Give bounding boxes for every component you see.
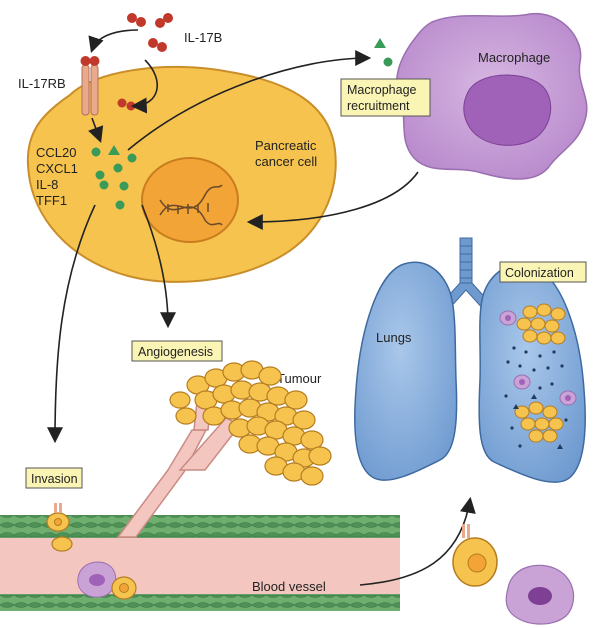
pancreatic-cancer-cell: Pancreatic cancer cell CCL20 CXCL1 IL-8 … — [26, 65, 337, 283]
tumour-label: Tumour — [277, 371, 322, 386]
blood-vessel: Blood vessel — [0, 515, 400, 611]
vessel-macrophage — [77, 561, 117, 598]
il17b-label: IL-17B — [184, 30, 222, 45]
right-lung — [478, 263, 586, 483]
angiogenesis-label: Angiogenesis — [138, 345, 213, 359]
internalisation-arrow — [130, 59, 159, 114]
macrophage-nucleus — [463, 74, 552, 146]
left-lung — [354, 261, 458, 481]
cancer-cell-label-line2: cancer cell — [255, 154, 317, 169]
macrophage-label: Macrophage — [478, 50, 550, 65]
il17b-ligands — [127, 13, 173, 52]
invasion-label: Invasion — [31, 472, 78, 486]
lung-colony-lower — [514, 401, 564, 443]
angiogenesis-box: Angiogenesis — [131, 340, 223, 362]
macrophage-recruitment-label-line1: Macrophage — [347, 83, 417, 97]
il17rb-receptor — [80, 56, 100, 116]
cell-to-macrophage-arrow — [127, 50, 372, 151]
invading-cell — [46, 503, 73, 552]
lung-colony-upper — [516, 303, 566, 345]
angiogenesis-arrow — [141, 204, 176, 329]
vessel-cancer-cell — [111, 576, 137, 600]
lungs-label: Lungs — [376, 330, 412, 345]
il17rb-label: IL-17RB — [18, 76, 66, 91]
chemokine-label-tff1: TFF1 — [36, 193, 67, 208]
chemokine-label-ccl20: CCL20 — [36, 145, 76, 160]
macrophage-recruitment-box: Macrophage recruitment — [340, 78, 431, 117]
cancer-cell-label-line1: Pancreatic — [255, 138, 317, 153]
macrophage-recruitment-label-line2: recruitment — [347, 99, 410, 113]
dna-helix-icon — [159, 184, 223, 226]
colonization-label: Colonization — [505, 266, 574, 280]
macrophage-to-cell-arrow — [246, 171, 419, 230]
lungs: Lungs — [354, 237, 586, 483]
signalling-arrow — [88, 117, 104, 144]
ligand-binding-arrow — [88, 29, 139, 54]
recruitment-chemokines — [374, 38, 393, 67]
invasion-box: Invasion — [25, 467, 83, 489]
tumour-mass — [169, 360, 332, 486]
colonization-box: Colonization — [499, 261, 587, 283]
circulating-macrophage — [505, 564, 575, 625]
lung-chemokine-dots — [504, 346, 568, 449]
chemokine-particles — [91, 145, 137, 210]
circulating-cancer-cell — [452, 524, 498, 587]
metastasis-arrow — [359, 496, 476, 586]
lung-macrophages — [499, 310, 577, 406]
blood-vessel-label: Blood vessel — [252, 579, 326, 594]
cancer-cell-nucleus — [141, 157, 239, 243]
chemokine-label-cxcl1: CXCL1 — [36, 161, 78, 176]
chemokine-label-il8: IL-8 — [36, 177, 58, 192]
macrophage: Macrophage — [396, 12, 588, 180]
invasion-arrow — [47, 204, 96, 444]
